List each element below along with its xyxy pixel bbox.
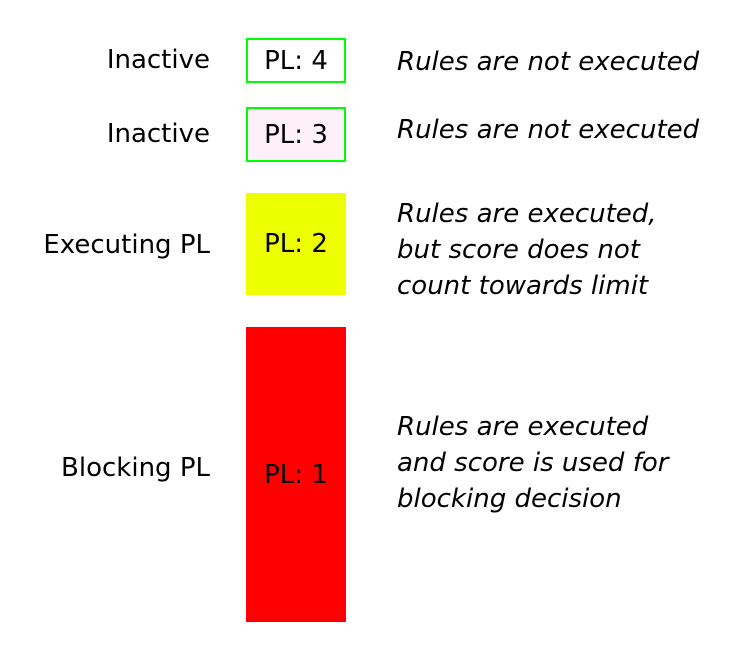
pl3-description: Rules are not executed [397,115,700,145]
pl1-label: Blocking PL [61,453,210,483]
pl4-box: PL: 4 [246,38,346,83]
pl1-box: PL: 1 [246,327,346,622]
pl4-box-text: PL: 4 [264,45,328,76]
pl3-box-text: PL: 3 [264,119,328,150]
pl4-description: Rules are not executed [397,47,700,77]
pl2-description: Rules are executed, but score does not c… [397,199,657,301]
pl3-label: Inactive [106,119,210,149]
pl2-label: Executing PL [43,230,210,260]
pl4-label: Inactive [106,45,210,75]
pl2-box-text: PL: 2 [264,229,328,259]
pl1-box-text: PL: 1 [264,459,328,490]
pl2-box: PL: 2 [246,193,346,295]
pl1-description: Rules are executed and score is used for… [397,412,669,514]
pl3-box: PL: 3 [246,107,346,162]
